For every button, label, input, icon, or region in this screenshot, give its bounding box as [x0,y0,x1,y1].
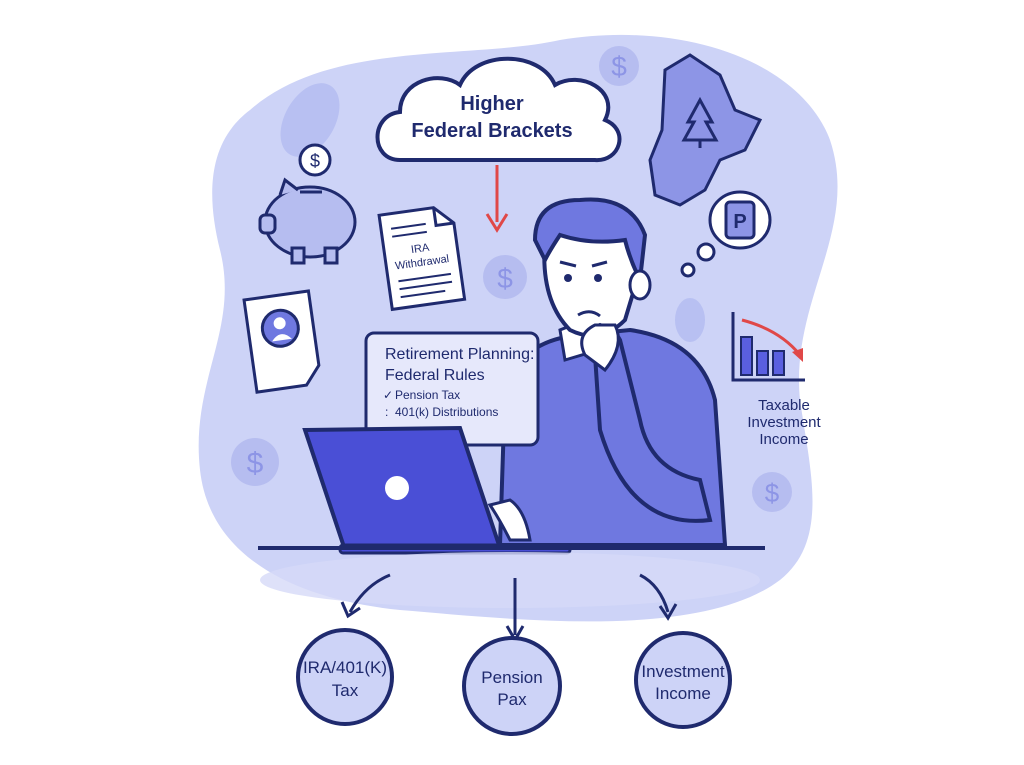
outcome-pension-tax: Pension Pax [462,636,562,736]
svg-text:Investment: Investment [641,662,724,681]
svg-text:Federal Rules: Federal Rules [385,367,485,384]
profile-document-icon [242,289,321,394]
piggy-bank-icon: $ [258,143,357,265]
ira-withdrawal-document: IRA Withdrawal [377,206,467,312]
tree-icon [681,96,719,148]
svg-text:401(k) Distributions: 401(k) Distributions [395,405,498,419]
svg-text:P: P [733,211,746,233]
svg-text:Pax: Pax [497,690,527,709]
svg-text:$: $ [310,151,320,171]
down-arrow-icon [485,165,509,233]
outcome-investment-income: Investment Income [634,631,732,729]
maine-map-icon [648,53,763,207]
retirement-planning-note: Retirement Planning: Federal Rules ✓ Pen… [364,331,540,447]
svg-text:$: $ [765,478,780,508]
thought-bubble: P [680,190,772,278]
svg-text:Federal Brackets: Federal Brackets [411,120,572,142]
svg-text:$: $ [497,263,513,294]
svg-text:$: $ [247,447,264,480]
svg-text:$: $ [611,51,627,82]
svg-text:Taxable: Taxable [758,397,810,414]
svg-text:Investment: Investment [747,414,821,431]
svg-text:Tax: Tax [332,681,359,700]
svg-text:Retirement Planning:: Retirement Planning: [385,346,534,363]
svg-text:Income: Income [759,431,808,448]
check-icon: ✓ [383,388,393,402]
bullet-icon: : [385,405,388,419]
branch-arrows [340,573,678,644]
svg-text:Higher: Higher [460,93,524,115]
outcome-ira-401k-tax: IRA/401(K) Tax [296,628,394,726]
svg-text:Income: Income [655,684,711,703]
svg-text:IRA/401(K): IRA/401(K) [303,658,387,677]
svg-text:Pension Tax: Pension Tax [395,388,460,402]
svg-text:IRA: IRA [410,242,430,257]
dollar-icon: $ $ $ $ [231,46,792,512]
svg-text:Pension: Pension [481,668,542,687]
cloud-callout: Higher Federal Brackets [375,56,622,163]
declining-bar-chart-icon [731,312,805,382]
